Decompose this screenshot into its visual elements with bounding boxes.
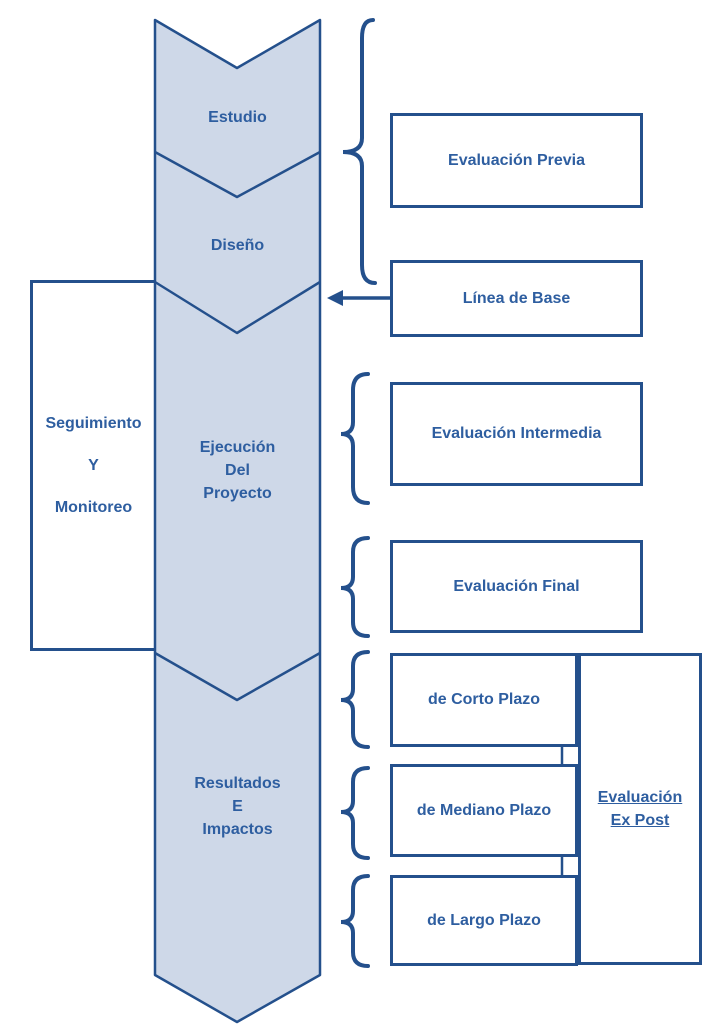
stage-divider-estudio-diseno: [154, 150, 321, 199]
largo-plazo-box: de Largo Plazo: [390, 875, 578, 966]
evaluacion-previa-box: Evaluación Previa: [390, 113, 643, 208]
stage-label-diseno: Diseño: [210, 237, 265, 254]
brace-corto: [340, 650, 370, 749]
seguimiento-line3: Monitoreo: [54, 498, 133, 516]
evaluacion-intermedia-box: Evaluación Intermedia: [390, 382, 643, 486]
seguimiento-line2: Y: [88, 456, 99, 474]
corto-plazo-box: de Corto Plazo: [390, 653, 578, 747]
ex-post-label-line2: Ex Post: [610, 812, 670, 829]
process-chevron-arrow: [153, 18, 322, 1024]
ex-post-label-line1: Evaluación: [597, 789, 683, 806]
evaluacion-ex-post-box: Evaluación Ex Post: [578, 653, 702, 965]
stage-label-ejecucion-line1: Ejecución: [199, 439, 276, 456]
stage-label-resultados-line2: E: [232, 798, 243, 815]
stage-divider-ejecucion-resultados: [154, 651, 321, 702]
brace-largo: [340, 874, 370, 968]
stage-divider-diseno-ejecucion: [154, 280, 321, 335]
brace-intermedia: [340, 372, 370, 505]
seguimiento-line1: Seguimiento: [45, 414, 142, 432]
linea-base-arrowhead-icon: [327, 290, 343, 306]
seguimiento-monitoreo-box: Seguimiento Y Monitoreo: [30, 280, 157, 651]
stage-label-resultados-line1: Resultados: [194, 775, 281, 792]
linea-de-base-box: Línea de Base: [390, 260, 643, 337]
stage-label-resultados-line3: Impactos: [202, 821, 273, 838]
stage-label-ejecucion-line3: Proyecto: [203, 485, 272, 502]
stage-label-resultados: Resultados E Impactos: [155, 772, 320, 841]
brace-previa: [342, 18, 377, 285]
stage-label-ejecucion-line2: Del: [225, 462, 250, 479]
evaluacion-final-box: Evaluación Final: [390, 540, 643, 633]
mediano-plazo-box: de Mediano Plazo: [390, 764, 578, 857]
stage-label-estudio: Estudio: [208, 109, 267, 126]
stage-label-ejecucion: Ejecución Del Proyecto: [155, 436, 320, 505]
brace-final: [340, 536, 370, 638]
brace-mediano: [340, 766, 370, 860]
